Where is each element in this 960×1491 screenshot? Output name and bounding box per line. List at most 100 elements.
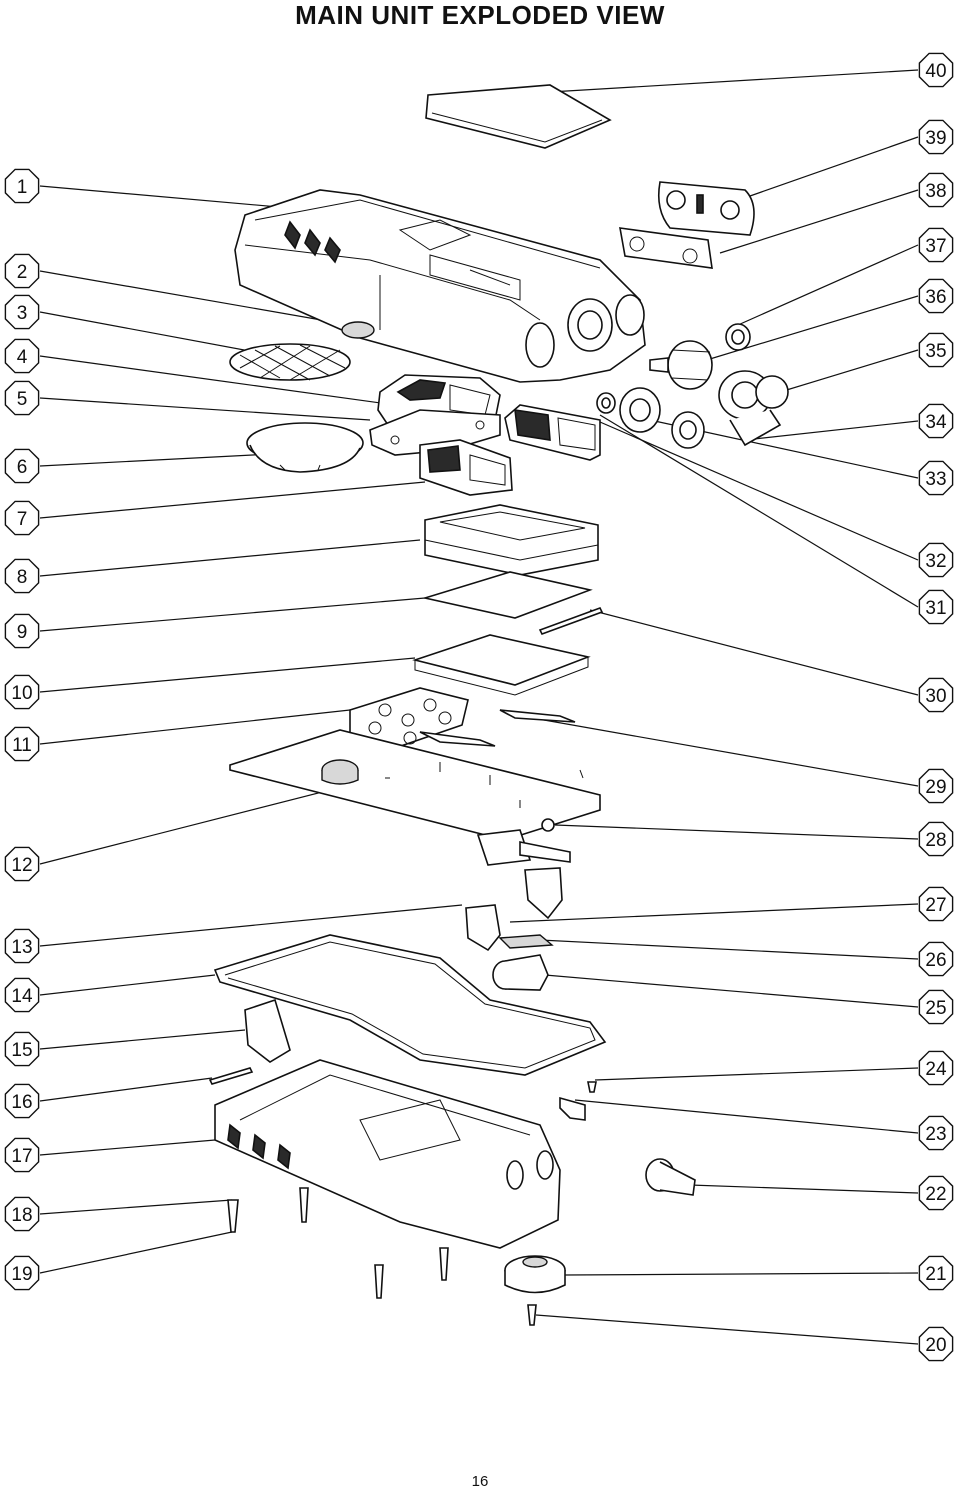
leader-line-7 (39, 481, 426, 519)
callout-number-34: 34 (925, 412, 947, 433)
leader-line-1 (39, 185, 291, 209)
callout-number-40: 40 (925, 61, 946, 82)
page-number: 16 (471, 1473, 489, 1490)
part-34-bushing (619, 387, 661, 433)
callout-badge-8 (4, 558, 40, 594)
callout-number-9: 9 (17, 622, 28, 643)
callout-badge-21 (918, 1255, 954, 1291)
callout-38: 38 (918, 172, 954, 208)
callout-12: 12 (4, 846, 40, 882)
callout-number-39: 39 (925, 128, 946, 149)
callout-19: 19 (4, 1255, 40, 1291)
callout-5: 5 (4, 380, 40, 416)
callout-18: 18 (4, 1196, 40, 1232)
leader-line-27 (509, 903, 919, 923)
callout-24: 24 (918, 1050, 954, 1086)
callout-31: 31 (918, 589, 954, 625)
callout-number-24: 24 (925, 1059, 947, 1080)
callout-9: 9 (4, 613, 40, 649)
callout-badge-28 (918, 821, 954, 857)
callout-28: 28 (918, 821, 954, 857)
callout-number-29: 29 (925, 777, 946, 798)
callout-number-5: 5 (17, 389, 28, 410)
callout-badge-40 (918, 52, 954, 88)
callout-badge-35 (918, 332, 954, 368)
callout-number-6: 6 (17, 457, 28, 478)
callout-number-25: 25 (925, 998, 946, 1019)
callout-8: 8 (4, 558, 40, 594)
leader-line-36 (699, 295, 919, 363)
callout-badge-30 (918, 677, 954, 713)
part-6-speaker (246, 422, 364, 473)
part-7-contact-block (419, 439, 513, 496)
callout-35: 35 (918, 332, 954, 368)
callout-badge-19 (4, 1255, 40, 1291)
leader-line-4 (39, 355, 396, 406)
callout-26: 26 (918, 941, 954, 977)
callouts: 1234567891011121314151617181940393837363… (4, 52, 954, 1362)
leader-line-39 (749, 136, 919, 197)
callout-number-37: 37 (925, 236, 946, 257)
leader-line-10 (39, 657, 416, 693)
part-28-jack (476, 818, 571, 866)
leader-line-3 (39, 311, 256, 353)
callout-number-27: 27 (925, 895, 946, 916)
callout-badge-2 (4, 253, 40, 289)
callout-11: 11 (4, 726, 40, 762)
leader-line-21 (564, 1272, 919, 1276)
leader-line-2 (39, 270, 351, 326)
part-26-plate (498, 934, 554, 949)
callout-37: 37 (918, 227, 954, 263)
callout-badge-15 (4, 1031, 40, 1067)
part-16-pin (208, 1067, 254, 1085)
part-18-screw (227, 1199, 239, 1233)
part-3-mesh (229, 343, 351, 381)
page-title: MAIN UNIT EXPLODED VIEW (295, 0, 665, 30)
part-19-screw (299, 1187, 309, 1223)
callout-number-14: 14 (11, 986, 33, 1007)
callout-number-11: 11 (12, 735, 32, 756)
part-9-lcd (421, 571, 593, 619)
part-9-strip (538, 607, 604, 635)
part-11-keypad (349, 687, 576, 749)
callout-badge-14 (4, 977, 40, 1013)
callout-badge-27 (918, 886, 954, 922)
callout-13: 13 (4, 928, 40, 964)
leader-line-30 (589, 609, 919, 696)
callout-number-20: 20 (925, 1335, 946, 1356)
leader-line-23 (574, 1099, 919, 1134)
part-17-rear-housing (214, 1059, 561, 1249)
callout-badge-4 (4, 338, 40, 374)
callout-number-30: 30 (925, 686, 946, 707)
leader-line-32 (599, 421, 919, 561)
part-2-disc (341, 321, 375, 339)
part-32-washer (596, 392, 616, 414)
callout-badge-18 (4, 1196, 40, 1232)
callout-badge-38 (918, 172, 954, 208)
leader-line-22 (689, 1184, 919, 1194)
callout-7: 7 (4, 500, 40, 536)
callout-number-23: 23 (925, 1124, 946, 1145)
callout-1: 1 (4, 168, 40, 204)
leader-line-19 (39, 1231, 233, 1274)
callout-number-12: 12 (11, 855, 32, 876)
callout-badge-7 (4, 500, 40, 536)
callout-number-32: 32 (925, 551, 946, 572)
callout-14: 14 (4, 977, 40, 1013)
callout-4: 4 (4, 338, 40, 374)
callout-20: 20 (918, 1326, 954, 1362)
callout-30: 30 (918, 677, 954, 713)
callout-number-3: 3 (17, 303, 28, 324)
callout-33: 33 (918, 460, 954, 496)
part-22-antenna-connector (645, 1158, 696, 1196)
callout-number-35: 35 (925, 341, 946, 362)
part-12-pcb (229, 729, 601, 841)
callout-36: 36 (918, 278, 954, 314)
callout-badge-16 (4, 1083, 40, 1119)
callout-number-21: 21 (925, 1264, 946, 1285)
part-15-latch (244, 998, 291, 1063)
callout-21: 21 (918, 1255, 954, 1291)
part-27-connector (524, 867, 563, 920)
leader-line-35 (779, 349, 919, 393)
part-33-bushing (671, 411, 705, 449)
